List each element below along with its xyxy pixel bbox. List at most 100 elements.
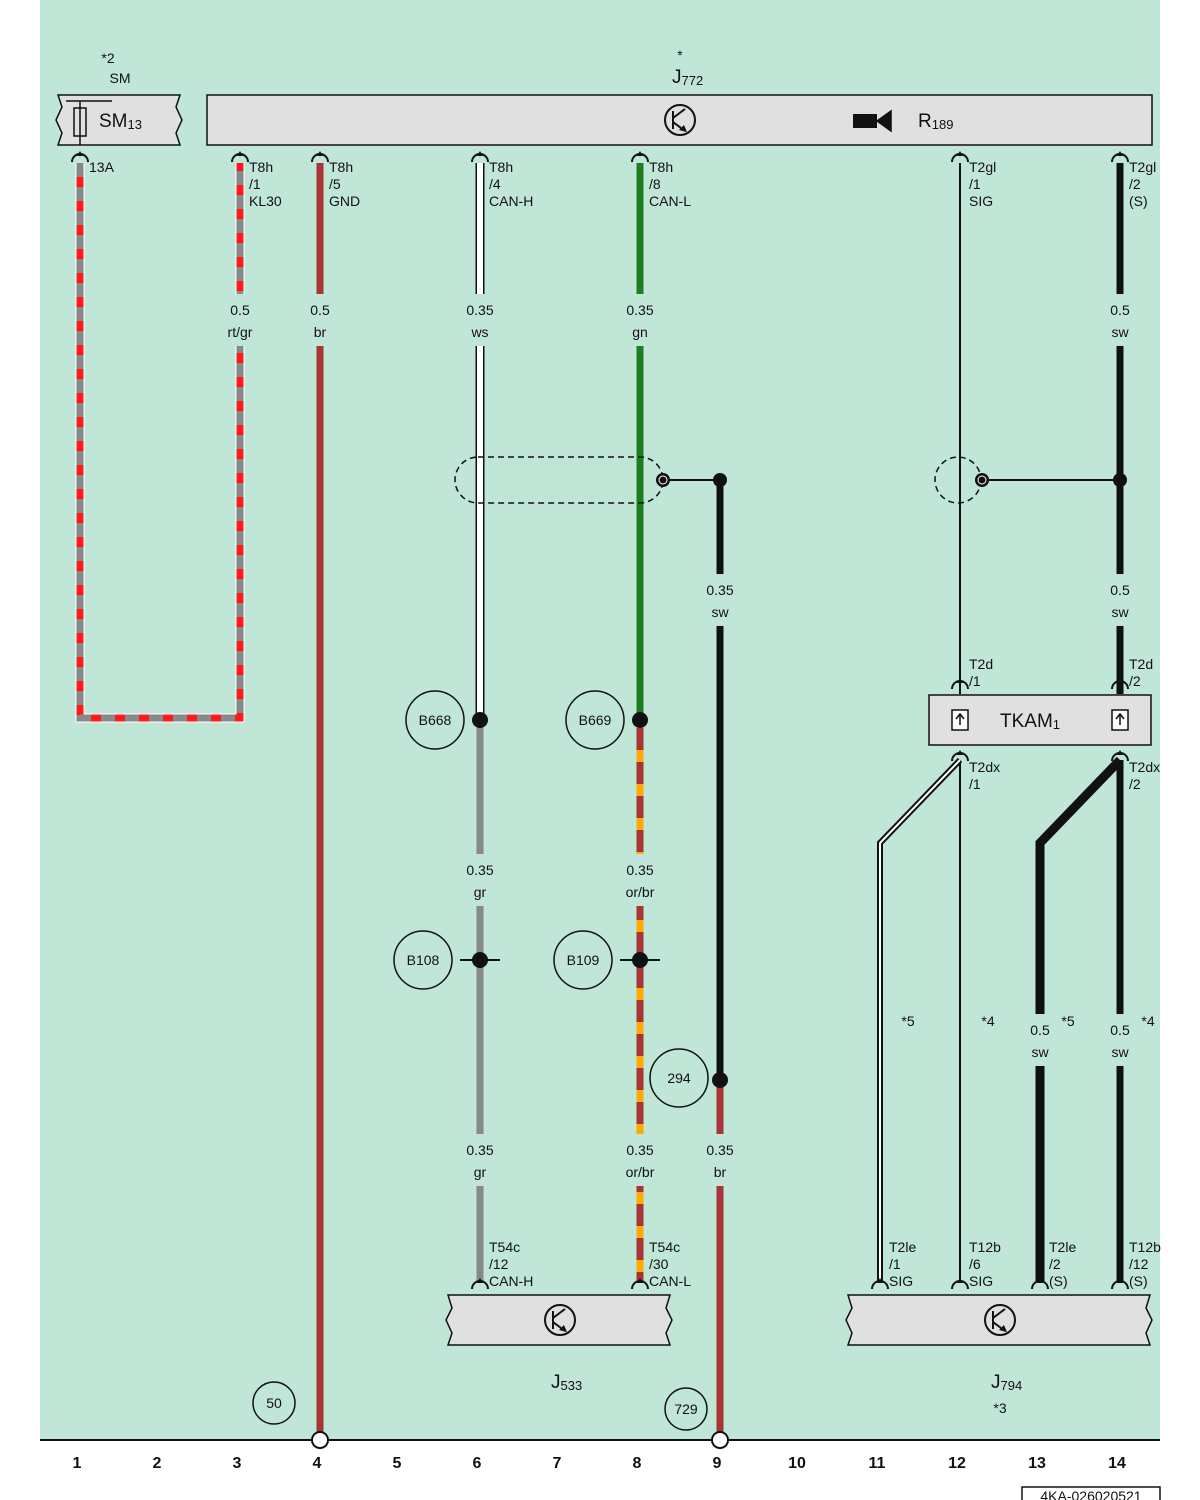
wire-size: 0.35 <box>466 302 493 318</box>
wire-color: rt/gr <box>228 324 253 340</box>
sm-group-label: SM <box>110 70 131 86</box>
svg-text:*5: *5 <box>901 1013 914 1029</box>
wire-label-gap <box>616 294 664 346</box>
splice-b669: B669 <box>565 690 625 750</box>
wire-sm13-loop-stripe <box>76 163 244 722</box>
wire-label-col3: 0.5 rt/gr <box>216 294 264 346</box>
r189-camera-icon <box>853 109 892 133</box>
wire-label-gap <box>1096 294 1144 346</box>
wire-label-col6-top: 0.35 ws <box>456 294 504 346</box>
wire-size: 0.35 <box>466 862 493 878</box>
svg-text:50: 50 <box>266 1395 282 1411</box>
j794-footnote: *3 <box>993 1400 1006 1416</box>
tkam-right-contact-icon <box>1111 709 1129 731</box>
footnote-markers: *5 *4 *5 *4 <box>901 1013 1154 1029</box>
j533-gateway <box>445 1294 673 1346</box>
wire-label-gap <box>456 1134 504 1186</box>
ground-terminal-col4 <box>311 1431 329 1449</box>
svg-text:B108: B108 <box>407 952 440 968</box>
svg-text:4KA-026020521: 4KA-026020521 <box>1040 1488 1141 1500</box>
j772-transistor-icon <box>664 104 696 136</box>
j794-transistor-icon <box>984 1304 1016 1336</box>
tkam-left-contact-icon <box>951 709 969 731</box>
pin-label-t2dx-2: T2dx/2 <box>1129 759 1160 792</box>
column-number: 2 <box>153 1455 162 1472</box>
wire-label-col8-top: 0.35 gn <box>616 294 664 346</box>
j772-footnote: * <box>677 47 683 63</box>
wire-label-col4: 0.5 br <box>296 294 344 346</box>
wire-color: or/br <box>626 1164 655 1180</box>
wire-size: 0.5 <box>230 302 250 318</box>
wire-size: 0.35 <box>706 582 733 598</box>
wire-color: sw <box>1111 604 1129 620</box>
tkam-pin-labels: T2d/1 T2d/2 T2dx/1 T2dx/2 <box>969 656 1160 792</box>
wire-color: sw <box>1111 1044 1129 1060</box>
column-number: 12 <box>948 1455 966 1472</box>
column-number: 1 <box>73 1455 82 1472</box>
wire-color: sw <box>1111 324 1129 340</box>
wire-label-gap <box>696 1134 744 1186</box>
wire-size: 0.5 <box>1110 582 1130 598</box>
svg-text:*4: *4 <box>981 1013 994 1029</box>
j772-control-unit <box>206 94 1153 146</box>
svg-text:729: 729 <box>674 1401 698 1417</box>
sm-footnote: *2 <box>101 50 114 66</box>
column-number: 5 <box>393 1455 402 1472</box>
wire-label-col14-low: 0.5 sw <box>1096 1014 1144 1066</box>
wire-size: 0.35 <box>706 1142 733 1158</box>
wire-color: gn <box>632 324 648 340</box>
svg-text:B668: B668 <box>419 712 452 728</box>
wire-size: 0.5 <box>310 302 330 318</box>
wire-label-gap <box>1096 1014 1144 1066</box>
wire-labels: 0.5 rt/gr 0.5 br 0.35 ws 0.35 gn 0.5 sw 0.35 s… <box>216 294 1144 1186</box>
wire-color: sw <box>711 604 729 620</box>
svg-text:B109: B109 <box>567 952 600 968</box>
column-number: 3 <box>233 1455 242 1472</box>
svg-text:B669: B669 <box>579 712 612 728</box>
wire-size: 0.5 <box>1030 1022 1050 1038</box>
wire-color: br <box>314 324 327 340</box>
drawing-code-box: 4KA-026020521 <box>1021 1486 1161 1500</box>
sig-wire-shield <box>934 456 1127 504</box>
component-labels: *2 SM SM13 13A * J772 R189 TKAM1 J533 J7… <box>89 47 1060 1416</box>
wire-size: 0.5 <box>1110 1022 1130 1038</box>
svg-text:*4: *4 <box>1141 1013 1154 1029</box>
pin-label-t2gl-2: T2gl/2(S) <box>1129 159 1156 209</box>
column-number: 6 <box>473 1455 482 1472</box>
splice-b668: B668 <box>405 690 465 750</box>
wire-label-gap <box>296 294 344 346</box>
j533-label: J533 <box>551 1372 582 1393</box>
column-number: 8 <box>633 1455 642 1472</box>
ground-50: 50 <box>252 1381 296 1425</box>
wire-color: sw <box>1031 1044 1049 1060</box>
splice-labels: B668 B669 B108 B109 294 50 729 <box>252 690 709 1431</box>
ground-294: 294 <box>649 1048 709 1108</box>
wire-color: ws <box>470 324 488 340</box>
wire-size: 0.35 <box>626 862 653 878</box>
r189-label: R189 <box>918 111 953 132</box>
wire-label-gap <box>616 854 664 906</box>
column-number: 7 <box>553 1455 562 1472</box>
wire-label-gap <box>696 574 744 626</box>
wire-label-gap <box>616 1134 664 1186</box>
twisted-pair-shield <box>454 456 727 504</box>
splice-b109: B109 <box>553 930 613 990</box>
ground-terminal-col9 <box>711 1431 729 1449</box>
sm13-fuse-box <box>55 94 183 146</box>
j794-control-unit <box>845 1294 1153 1346</box>
wire-size: 0.35 <box>626 302 653 318</box>
